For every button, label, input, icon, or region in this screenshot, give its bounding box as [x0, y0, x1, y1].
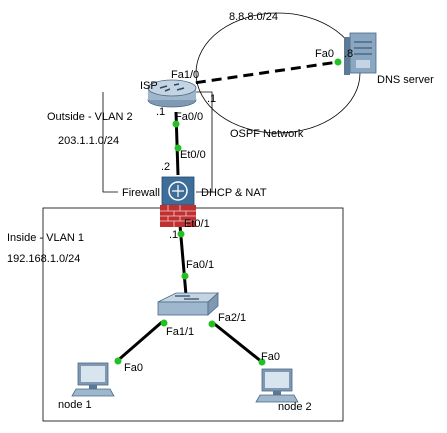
link-switch-node1 — [115, 320, 163, 364]
isp-router-icon[interactable] — [147, 79, 197, 108]
inside-vlan-label: Inside - VLAN 1 — [7, 232, 84, 244]
link-switch-node2 — [211, 320, 263, 364]
port-up-indicator — [177, 230, 185, 238]
port-up-indicator — [174, 144, 182, 152]
dns-server-label: DNS server — [377, 74, 434, 86]
outside-subnet-label: 203.1.1.0/24 — [58, 135, 119, 147]
isp-public-host-id: .1 — [207, 93, 216, 105]
port-up-indicator — [160, 319, 168, 327]
port-up-indicator — [181, 272, 189, 280]
isp-outside-host-id: .1 — [156, 106, 165, 118]
node2-interface-label: Fa0 — [261, 351, 280, 363]
outside-vlan-bracket — [102, 92, 118, 193]
isp-fa0-0-label: Fa0/0 — [175, 111, 203, 123]
fw-et0-0-label: Et0/0 — [180, 149, 206, 161]
node2-computer-icon[interactable] — [255, 368, 299, 403]
port-up-indicator — [208, 320, 216, 328]
port-up-indicator — [334, 58, 342, 66]
fw-inside-host-id: .1 — [169, 229, 178, 241]
firewall-role-label: DHCP & NAT — [201, 187, 267, 199]
dns-host-id: .8 — [344, 48, 353, 60]
ospf-network-label: OSPF Network — [230, 128, 304, 140]
node2-label: node 2 — [278, 401, 312, 413]
isp-label: ISP — [140, 80, 158, 92]
outside-vlan-bracket-right — [196, 91, 213, 193]
dns-server-icon[interactable] — [344, 32, 377, 75]
public-network-label: 8.8.8.0/24 — [229, 11, 278, 23]
firewall-icon[interactable] — [160, 176, 196, 227]
sw-fa0-1-label: Fa0/1 — [186, 259, 214, 271]
inside-subnet-label: 192.168.1.0/24 — [7, 253, 80, 265]
dns-interface-label: Fa0 — [315, 48, 334, 60]
switch-icon[interactable] — [157, 292, 220, 316]
ospf-network-oval — [195, 12, 361, 134]
outside-vlan-label: Outside - VLAN 2 — [47, 111, 133, 123]
fw-outside-host-id: .2 — [161, 161, 170, 173]
isp-fa1-0-label: Fa1/0 — [171, 69, 199, 81]
link-isp-dns — [179, 60, 339, 87]
port-up-indicator — [114, 357, 122, 365]
node1-computer-icon[interactable] — [71, 362, 115, 397]
fw-et0-1-label: Et0/1 — [184, 218, 210, 230]
port-up-indicator — [172, 120, 180, 128]
sw-fa2-1-label: Fa2/1 — [218, 312, 246, 324]
firewall-label: Firewall — [122, 187, 160, 199]
port-up-indicator — [258, 358, 266, 366]
sw-fa1-1-label: Fa1/1 — [166, 326, 194, 338]
node1-interface-label: Fa0 — [124, 362, 143, 374]
node1-label: node 1 — [58, 399, 92, 411]
